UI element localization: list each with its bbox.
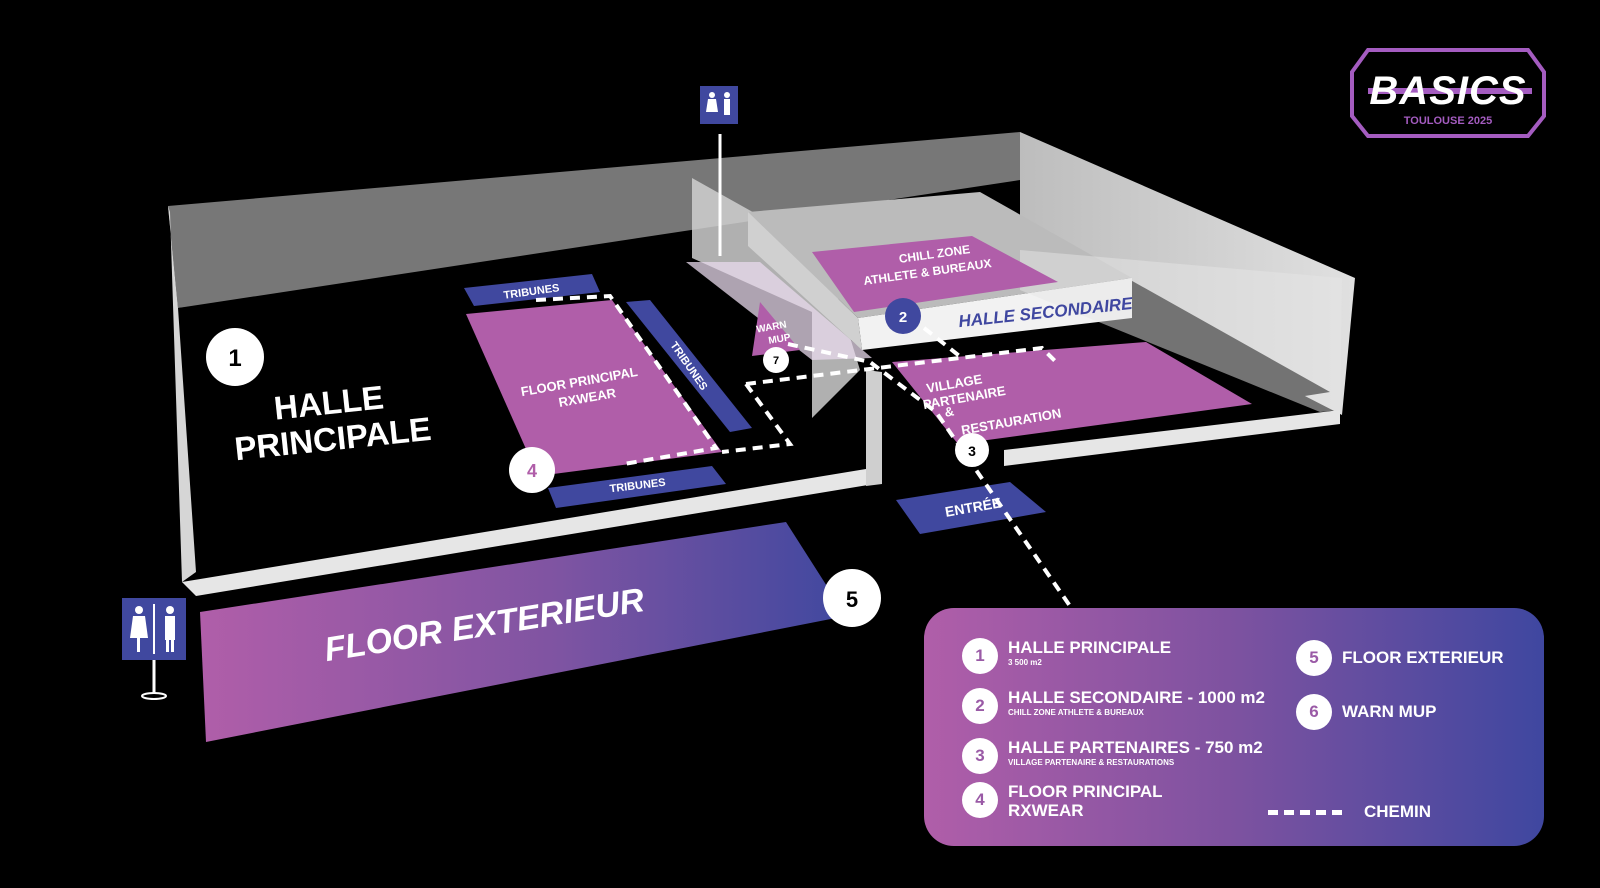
warmup-area: [752, 302, 800, 356]
path-legend-dash: [1268, 810, 1342, 815]
brand-logo: BASICS TOULOUSE 2025: [1350, 48, 1546, 138]
legend-title: HALLE SECONDAIRE - 1000 m2: [1008, 688, 1265, 707]
village-label-3: &: [943, 403, 955, 419]
svg-text:1: 1: [228, 345, 241, 372]
tribune-top: [464, 274, 600, 306]
legend-item-5: 5 FLOOR EXTERIEUR: [1296, 640, 1504, 676]
tribune-right: [626, 300, 752, 432]
divider-wall-light: [686, 262, 872, 360]
marker-4: 4: [509, 447, 555, 493]
legend-title: WARN MUP: [1342, 702, 1437, 721]
legend-title: FLOOR PRINCIPAL: [1008, 782, 1163, 801]
chill-zone-area: [812, 236, 1058, 312]
legend-title: HALLE PARTENAIRES - 750 m2: [1008, 738, 1263, 757]
warmup-label-1: WARN: [756, 319, 788, 335]
main-hall-front-wall: [182, 468, 874, 596]
legend-number: 1: [962, 638, 998, 674]
legend-number: 4: [962, 782, 998, 818]
restroom-sign-left: [122, 598, 186, 700]
marker-1: 1: [206, 328, 264, 386]
legend-number: 2: [962, 688, 998, 724]
restroom-sign-top: [700, 86, 738, 256]
entrance-area: [896, 482, 1046, 534]
legend-subtitle: CHILL ZONE ATHLETE & BUREAUX: [1008, 708, 1144, 717]
outdoor-floor-area: [200, 522, 846, 742]
marker-3: 3: [955, 433, 989, 467]
legend-subtitle: VILLAGE PARTENAIRE & RESTAURATIONS: [1008, 758, 1175, 767]
main-hall-left-wall: [168, 206, 196, 582]
secondary-hall-right-wall: [1020, 250, 1342, 412]
svg-text:3: 3: [968, 443, 976, 459]
path-lines: [535, 293, 1072, 608]
legend-panel: 1 HALLE PRINCIPALE 3 500 m2 2 HALLE SECO…: [924, 608, 1544, 846]
svg-text:2: 2: [899, 309, 907, 326]
legend-number: 6: [1296, 694, 1332, 730]
legend-title: FLOOR EXTERIEUR: [1342, 648, 1504, 667]
legend-number: 5: [1296, 640, 1332, 676]
warmup-label-2: MUP: [768, 332, 792, 347]
marker-2: 2: [885, 298, 921, 334]
logo-subtitle: TOULOUSE 2025: [1404, 115, 1492, 127]
back-wall: [168, 132, 1020, 308]
marker-7: 7: [763, 347, 789, 373]
logo-text: BASICS: [1369, 69, 1526, 113]
tribune-bottom: [548, 466, 726, 508]
main-floor-area: [466, 300, 722, 476]
svg-text:4: 4: [527, 461, 537, 481]
secondary-hall-side-wall: [748, 212, 862, 350]
legend-title-line2: RXWEAR: [1008, 801, 1084, 820]
legend-subtitle: 3 500 m2: [1008, 658, 1042, 667]
village-area: [892, 342, 1252, 444]
marker-5: 5: [823, 569, 881, 627]
legend-item-3: 3 HALLE PARTENAIRES - 750 m2 VILLAGE PAR…: [962, 738, 1263, 774]
legend-item-1: 1 HALLE PRINCIPALE 3 500 m2: [962, 638, 1171, 674]
legend-item-2: 2 HALLE SECONDAIRE - 1000 m2 CHILL ZONE …: [962, 688, 1265, 724]
main-hall-front-edge: [866, 370, 882, 486]
village-front-wall: [1004, 410, 1340, 466]
legend-item-4: 4 FLOOR PRINCIPAL RXWEAR: [962, 782, 1163, 820]
svg-text:7: 7: [773, 355, 779, 367]
legend-title: HALLE PRINCIPALE: [1008, 638, 1172, 657]
legend-item-6: 6 WARN MUP: [1296, 694, 1436, 730]
path-legend-label: CHEMIN: [1364, 802, 1432, 821]
svg-text:5: 5: [846, 587, 858, 612]
legend-number: 3: [962, 738, 998, 774]
